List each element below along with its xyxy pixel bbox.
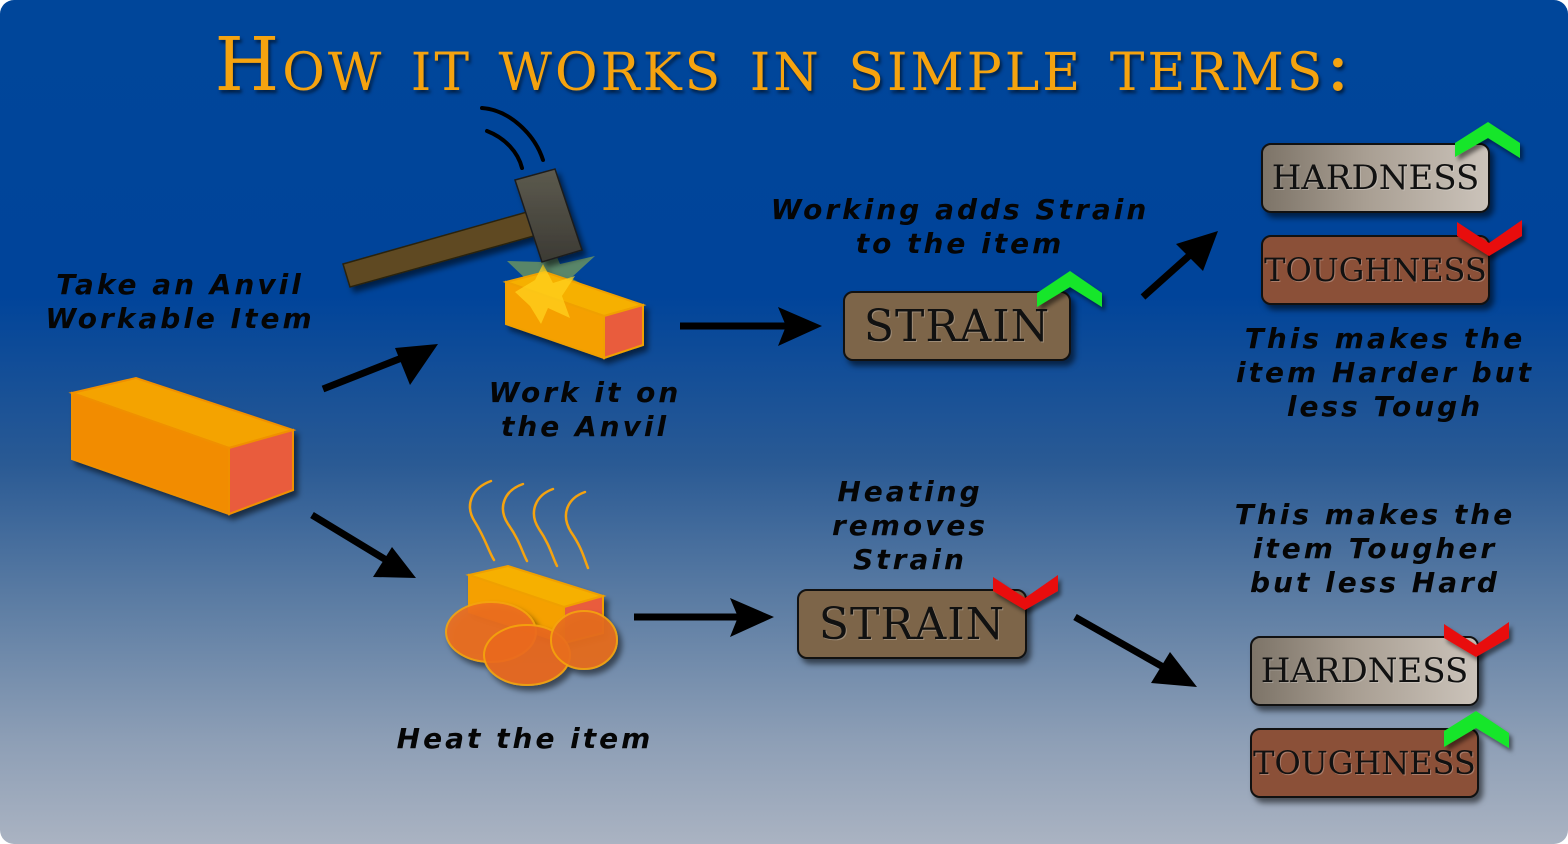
- motion-lines-icon: [480, 106, 545, 170]
- arrow-icon: [310, 512, 398, 569]
- strain-label: STRAIN: [818, 598, 1006, 650]
- arrow-head: [1176, 231, 1218, 271]
- hardness-box-bottom: HARDNESS: [1250, 636, 1479, 706]
- strain-box-top: STRAIN: [843, 291, 1071, 361]
- arrow-icon: [1073, 613, 1174, 676]
- note-harder-result: This makes the item Harder but less Toug…: [1236, 322, 1534, 423]
- note-tougher-result: This makes the item Tougher but less Har…: [1234, 498, 1516, 599]
- note-work-anvil: Work it on the Anvil: [488, 376, 682, 443]
- note-heating-removes: Heating removes Strain: [831, 475, 989, 576]
- hammer-icon: [342, 168, 583, 288]
- hardness-label: HARDNESS: [1271, 158, 1480, 198]
- toughness-label: TOUGHNESS: [1264, 251, 1487, 289]
- arrow-head: [1151, 652, 1197, 687]
- strain-box-bottom: STRAIN: [797, 589, 1027, 659]
- note-heat-item: Heat the item: [396, 722, 654, 755]
- hardness-label: HARDNESS: [1260, 651, 1469, 691]
- ingot-icon: [502, 264, 647, 360]
- hardness-box-top: HARDNESS: [1261, 143, 1490, 213]
- coals-icon: [445, 601, 618, 686]
- ingot-icon: [68, 376, 297, 516]
- arrow-head: [730, 598, 774, 637]
- arrow-head: [778, 307, 822, 346]
- strain-label: STRAIN: [863, 300, 1051, 352]
- note-take-item: Take an Anvil Workable Item: [45, 268, 315, 335]
- note-working-adds: Working adds Strain to the item: [770, 193, 1150, 260]
- arrow-head: [395, 344, 438, 385]
- heat-waves-icon: [468, 479, 590, 570]
- arrow-head: [373, 547, 416, 578]
- toughness-box-bottom: TOUGHNESS: [1250, 728, 1479, 798]
- toughness-label: TOUGHNESS: [1253, 744, 1476, 782]
- page-title: How it works in simple terms:: [214, 22, 1354, 108]
- toughness-box-top: TOUGHNESS: [1261, 235, 1490, 305]
